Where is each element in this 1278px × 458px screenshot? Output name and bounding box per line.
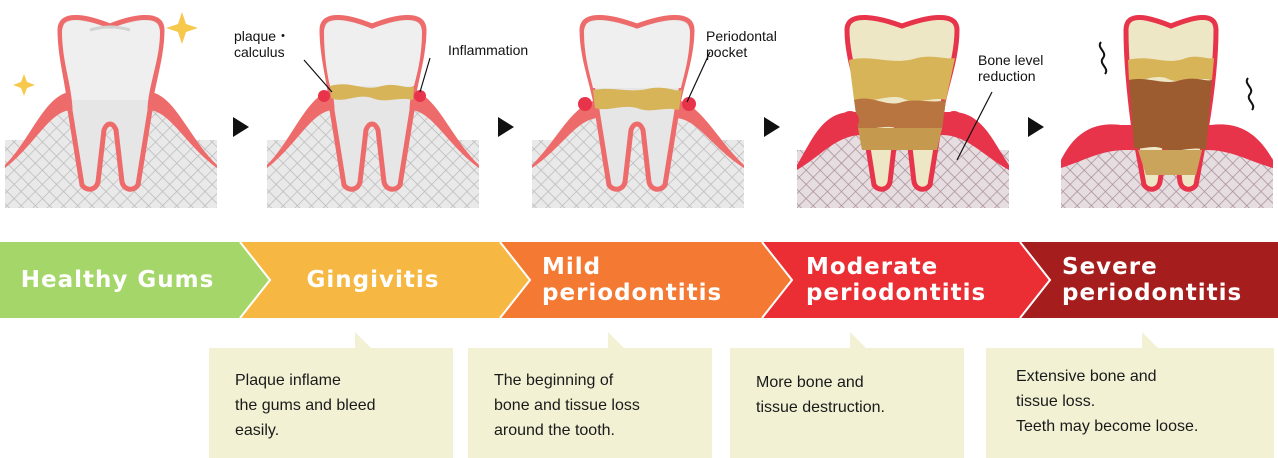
healthy-tooth-illustration <box>0 0 220 215</box>
wobble-icon <box>1100 42 1106 74</box>
plaque-label: plaque・calculus <box>234 28 290 60</box>
moderate-tooth-illustration <box>792 0 1012 215</box>
wobble-icon <box>1247 78 1253 110</box>
arrow-icon <box>764 117 780 137</box>
arrow-icon <box>233 117 249 137</box>
inflammation-label: Inflammation <box>448 42 528 58</box>
stage-label-gingivitis: Gingivitis <box>268 242 478 318</box>
stage-label-healthy: Healthy Gums <box>0 242 235 318</box>
sparkle-icon <box>13 74 35 96</box>
sparkle-icon <box>166 12 198 44</box>
arrow-icon <box>498 117 514 137</box>
arrow-icon <box>1028 117 1044 137</box>
severe-tooth-illustration <box>1056 0 1276 215</box>
gingivitis-tooth-illustration <box>262 0 482 215</box>
